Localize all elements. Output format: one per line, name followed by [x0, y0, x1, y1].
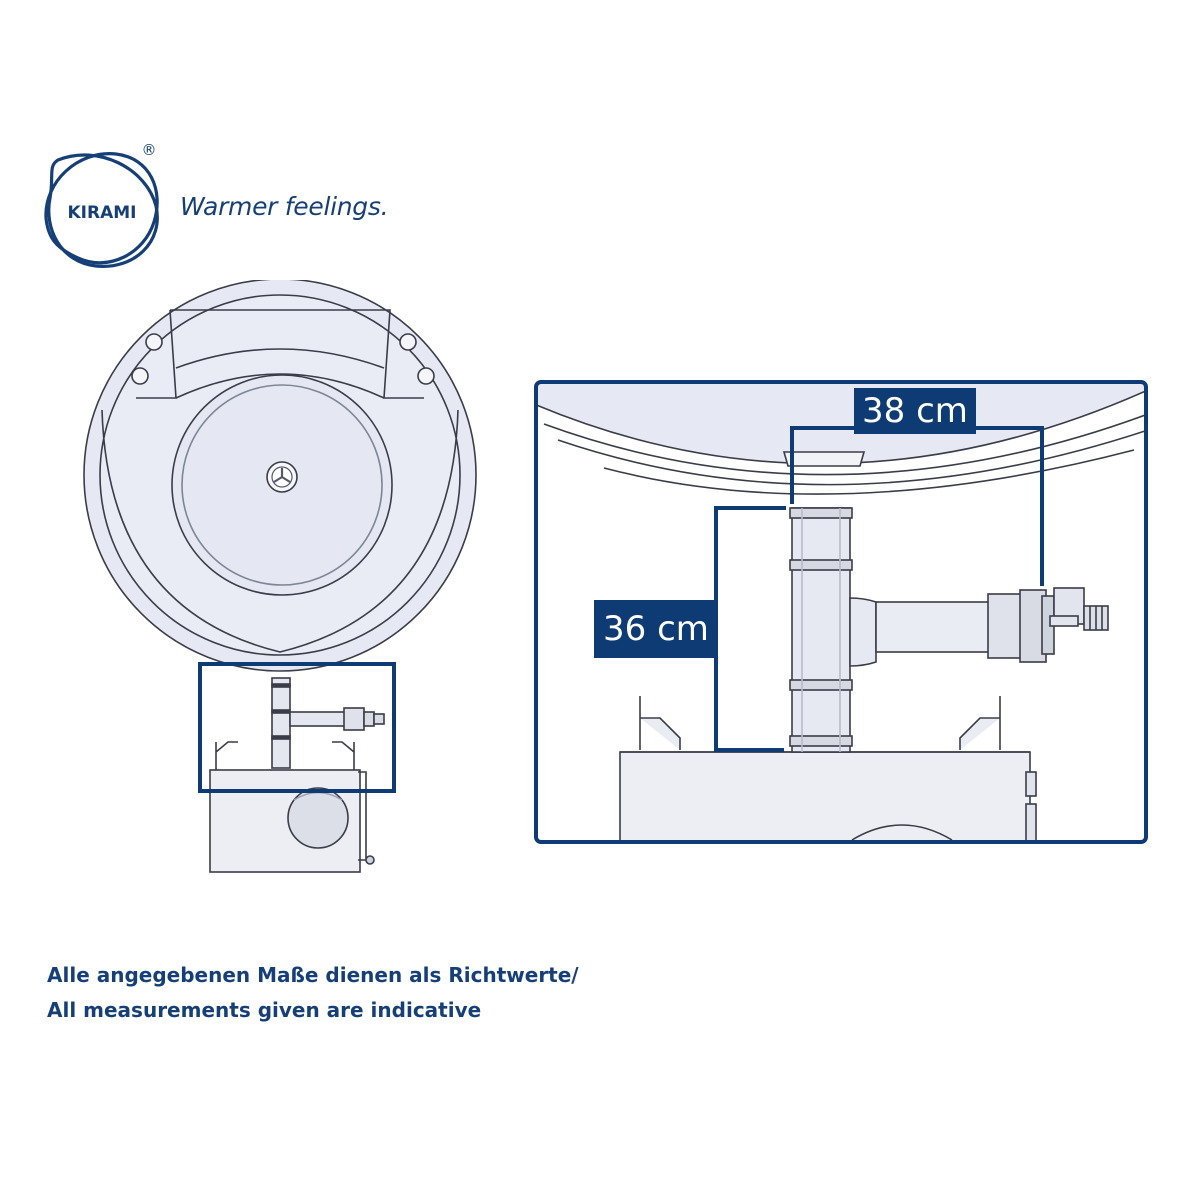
stand-heater-disc [287, 787, 349, 849]
drain-icon [266, 461, 298, 493]
kirami-logo: KIRAMI ® [38, 138, 168, 278]
tub-rim [536, 382, 1146, 465]
drain-pipe [271, 677, 291, 769]
height-dimension-label: 36 cm [594, 600, 718, 658]
drain-pipe [791, 507, 851, 753]
measurement-note: Alle angegebenen Maße dienen als Richtwe… [47, 958, 579, 1028]
zoom-frame [534, 380, 1148, 844]
logo-text: KIRAMI [68, 203, 137, 223]
brand-tagline: Warmer feelings. [180, 192, 389, 221]
width-dimension-label: 38 cm [854, 388, 976, 434]
note-line-english: All measurements given are indicative [47, 998, 482, 1022]
note-line-german: Alle angegebenen Maße dienen als Richtwe… [47, 963, 579, 987]
zoom-frame [198, 662, 396, 793]
stand-box [619, 751, 1031, 842]
detail-drawing [534, 380, 1148, 844]
height-dimension-line [714, 506, 786, 752]
overview-drawing [78, 280, 498, 880]
registered-mark: ® [142, 141, 157, 159]
